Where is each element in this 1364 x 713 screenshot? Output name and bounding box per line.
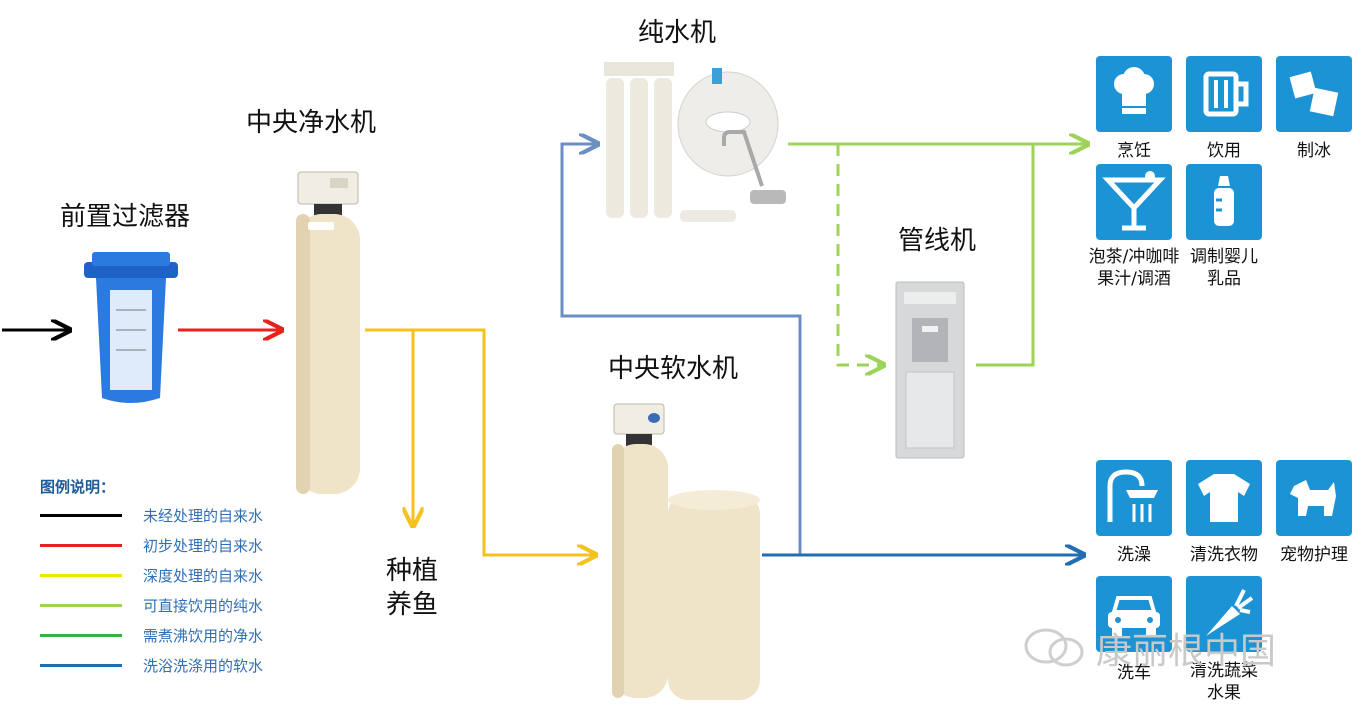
- legend-swatch: [40, 514, 122, 517]
- planting-label: 种植: [386, 556, 439, 586]
- ice-cubes-icon: [1289, 71, 1339, 117]
- tea-coffee-caption: 泡茶/冲咖啡 果汁/调酒: [1080, 246, 1188, 290]
- drinking-caption: 饮用: [1207, 141, 1241, 161]
- vegetable-wash-caption: 清洗蔬菜 水果: [1176, 660, 1272, 704]
- car-wash-tile: [1096, 576, 1172, 652]
- legend-label: 可直接饮用的纯水: [143, 597, 264, 615]
- bathing-caption: 洗澡: [1117, 545, 1151, 565]
- cooking-tile: [1096, 56, 1172, 132]
- central-softener-illustration: [612, 403, 760, 700]
- baby-milk-line2: 乳品: [1207, 269, 1241, 289]
- carrot-icon: [1206, 589, 1254, 636]
- baby-milk-caption: 调制婴儿 乳品: [1176, 246, 1272, 290]
- vegetable-wash-tile: [1186, 576, 1262, 652]
- dog-icon: [1290, 480, 1336, 516]
- tea-coffee-tile: [1096, 164, 1172, 240]
- pipeline-machine-illustration: [895, 281, 965, 459]
- legend-swatch: [40, 544, 122, 547]
- tea-coffee-line1: 泡茶/冲咖啡: [1088, 247, 1180, 267]
- deep-water-pipe: [365, 328, 596, 555]
- legend-swatch: [40, 634, 122, 637]
- legend-label: 初步处理的自来水: [143, 537, 264, 555]
- pipeline-return-pipe: [976, 144, 1035, 367]
- shower-icon: [1107, 469, 1158, 522]
- fish-label: 养鱼: [386, 590, 439, 620]
- pre-filter-illustration: [84, 252, 178, 403]
- car-icon: [1108, 596, 1160, 636]
- vegetable-wash-line2: 水果: [1207, 683, 1241, 703]
- pet-care-tile: [1276, 460, 1352, 536]
- baby-milk-line1: 调制婴儿: [1190, 247, 1258, 267]
- pure-dashed-pipe: [836, 144, 884, 365]
- car-wash-caption: 洗车: [1117, 663, 1151, 683]
- legend-title: 图例说明：: [40, 478, 116, 496]
- legend-label: 需煮沸饮用的净水: [143, 627, 264, 645]
- central-softener-label: 中央软水机: [608, 354, 739, 384]
- cooking-caption: 烹饪: [1117, 141, 1151, 161]
- vegetable-wash-line1: 清洗蔬菜: [1190, 661, 1258, 681]
- wechat-logo-icon: [1024, 628, 1084, 667]
- legend-swatch: [40, 664, 122, 667]
- pipeline-machine-label: 管线机: [898, 226, 977, 256]
- watermark-text: 康丽根中国: [1096, 631, 1277, 672]
- tea-coffee-line2: 果汁/调酒: [1097, 269, 1171, 289]
- drinking-tile: [1186, 56, 1262, 132]
- pet-care-caption: 宠物护理: [1280, 545, 1348, 565]
- soft-to-ro-pipe: [560, 144, 802, 555]
- legend-swatch: [40, 604, 122, 607]
- t-shirt-icon: [1198, 474, 1250, 522]
- ro-machine-illustration: [604, 62, 786, 222]
- legend-label: 未经处理的自来水: [143, 507, 264, 525]
- ice-tile: [1276, 56, 1352, 132]
- central-purifier-label: 中央净水机: [246, 108, 377, 138]
- legend-label: 深度处理的自来水: [143, 567, 264, 585]
- ro-machine-label: 纯水机: [638, 18, 717, 48]
- planting-fish-label: 种植 养鱼: [386, 554, 438, 622]
- baby-milk-tile: [1186, 164, 1262, 240]
- chef-hat-icon: [1114, 67, 1154, 114]
- cocktail-glass-icon: [1102, 171, 1166, 231]
- legend-label: 洗浴洗涤用的软水: [143, 657, 264, 675]
- beer-mug-icon: [1203, 71, 1249, 117]
- baby-bottle-icon: [1214, 176, 1234, 226]
- shower-tile: [1096, 460, 1172, 536]
- pre-filter-label: 前置过滤器: [60, 202, 191, 232]
- central-purifier-illustration: [296, 171, 360, 494]
- ice-caption: 制冰: [1297, 141, 1331, 161]
- laundry-tile: [1186, 460, 1262, 536]
- legend-swatch: [40, 574, 122, 577]
- laundry-caption: 清洗衣物: [1190, 545, 1258, 565]
